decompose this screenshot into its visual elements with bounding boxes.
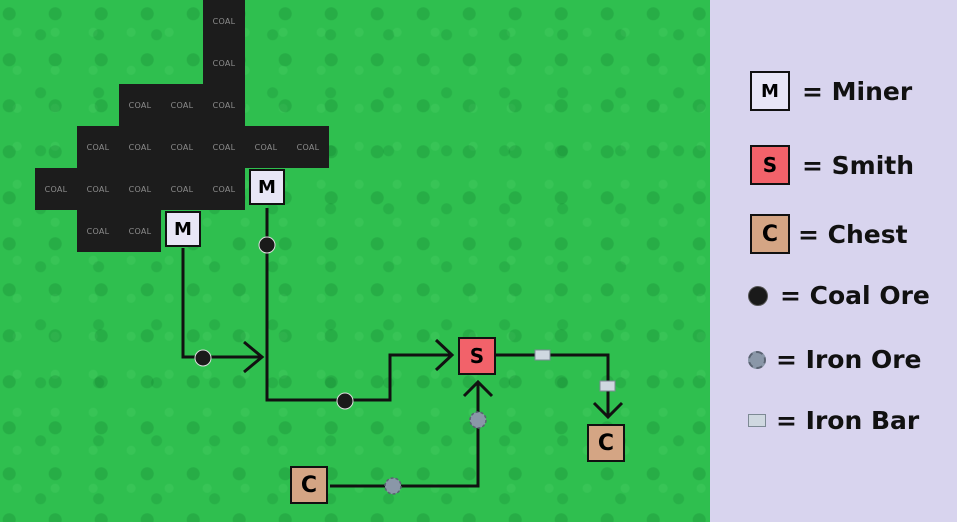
coal-tile[interactable]: COAL <box>203 42 245 84</box>
coal-tile[interactable]: COAL <box>245 126 287 168</box>
chest-building[interactable]: C <box>587 424 625 462</box>
coal-tile[interactable]: COAL <box>203 126 245 168</box>
coal-tile[interactable]: COAL <box>77 126 119 168</box>
chest-legend-swatch: C <box>750 214 790 254</box>
conveyor-belt-smith-out <box>496 353 610 417</box>
conveyor-belt-miner-right <box>265 208 452 402</box>
iron-ore-item <box>469 411 487 429</box>
coal-tile[interactable]: COAL <box>119 168 161 210</box>
coal-tile[interactable]: COAL <box>77 210 119 252</box>
coal-tile[interactable]: COAL <box>203 84 245 126</box>
coal-tile[interactable]: COAL <box>161 126 203 168</box>
smith-legend-swatch: S <box>750 145 790 185</box>
conveyor-belt-miner-left <box>181 248 262 359</box>
legend-label-iron-bar: = Iron Bar <box>776 406 920 435</box>
coal-tile[interactable]: COAL <box>119 126 161 168</box>
coal-ore-item <box>336 392 354 410</box>
miner-legend-swatch: M <box>750 71 790 111</box>
smith-building[interactable]: S <box>458 337 496 375</box>
coal-ore-item <box>258 236 276 254</box>
iron-ore-icon <box>748 350 766 369</box>
conveyor-arrow <box>592 401 624 420</box>
conveyor-arrow <box>462 379 494 398</box>
legend-row-coal-ore: = Coal Ore <box>748 281 930 310</box>
legend-row-miner: M = Miner <box>750 71 912 111</box>
miner-building[interactable]: M <box>249 169 285 205</box>
coal-tile[interactable]: COAL <box>119 210 161 252</box>
iron-bar-item <box>534 349 551 361</box>
coal-tile[interactable]: COAL <box>77 168 119 210</box>
conveyor-network <box>181 208 624 495</box>
legend-row-smith: S = Smith <box>750 145 914 185</box>
legend-label-coal-ore: = Coal Ore <box>780 281 930 310</box>
chest-building[interactable]: C <box>290 466 328 504</box>
miner-building[interactable]: M <box>165 211 201 247</box>
iron-ore-item <box>384 477 402 495</box>
legend-row-iron-bar: = Iron Bar <box>748 406 919 435</box>
legend-row-iron-ore: = Iron Ore <box>748 345 922 374</box>
coal-tile[interactable]: COAL <box>161 84 203 126</box>
coal-tile[interactable]: COAL <box>35 168 77 210</box>
coal-ore-item <box>194 349 212 367</box>
coal-tile[interactable]: COAL <box>203 0 245 42</box>
legend-label-iron-ore: = Iron Ore <box>776 345 922 374</box>
legend-label-chest: = Chest <box>798 219 908 249</box>
conveyor-arrow <box>243 340 265 374</box>
legend-panel: M = Miner S = Smith C = Chest = Coal Ore… <box>710 0 957 522</box>
coal-tile[interactable]: COAL <box>203 168 245 210</box>
conveyor-arrow <box>434 338 455 372</box>
iron-bar-item <box>599 380 616 392</box>
coal-ore-icon <box>748 285 768 306</box>
coal-tile[interactable]: COAL <box>119 84 161 126</box>
coal-tile[interactable]: COAL <box>287 126 329 168</box>
iron-bar-icon <box>748 414 766 427</box>
legend-label-smith: = Smith <box>802 150 915 180</box>
legend-label-miner: = Miner <box>802 76 913 106</box>
coal-tile[interactable]: COAL <box>161 168 203 210</box>
legend-row-chest: C = Chest <box>750 214 908 254</box>
